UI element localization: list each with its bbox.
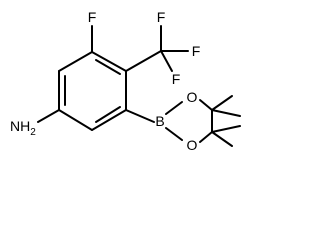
- substituent-bonds: [37, 25, 189, 123]
- cf3-fluorine-label: F: [192, 43, 201, 59]
- ring-bond: [58, 51, 93, 72]
- methyl-bond: [211, 125, 241, 133]
- bond-ring-amine: [37, 109, 60, 123]
- bond-ring-cf3: [125, 50, 162, 72]
- pinacol-boronate-ring: [165, 95, 241, 147]
- cf3-fluorine-label: F: [172, 71, 181, 87]
- methyl-bond: [211, 95, 233, 111]
- ring-bond: [91, 109, 127, 131]
- chemical-structure-diagram: F F F F NH2 B O O: [10, 9, 241, 153]
- oxygen-label: O: [187, 137, 198, 153]
- ring-double-bond: [95, 59, 121, 75]
- amine-nh-text: NH: [10, 118, 30, 134]
- ring-double-bond: [95, 106, 121, 123]
- amine-subscript: 2: [30, 127, 36, 138]
- ring-bond: [58, 109, 93, 131]
- bond-b-o: [165, 101, 183, 115]
- structure-canvas: F F F F NH2 B O O: [10, 9, 241, 153]
- fluorine-label: F: [88, 9, 97, 25]
- cf3-fluorine-label: F: [157, 9, 166, 25]
- bond-o-c: [199, 99, 213, 111]
- methyl-bond: [211, 131, 233, 147]
- bond-o-c: [199, 131, 213, 143]
- oxygen-label: O: [187, 89, 198, 105]
- ring-bond: [91, 51, 127, 72]
- amine-label: NH2: [10, 118, 36, 138]
- benzene-ring: [58, 51, 127, 131]
- methyl-bond: [211, 109, 241, 117]
- bond-b-o: [165, 127, 183, 141]
- bond-cf3-f: [160, 50, 173, 72]
- bond-ring-boron: [125, 109, 155, 123]
- atom-labels: F F F F NH2 B O O: [10, 9, 200, 153]
- boron-label: B: [155, 113, 164, 129]
